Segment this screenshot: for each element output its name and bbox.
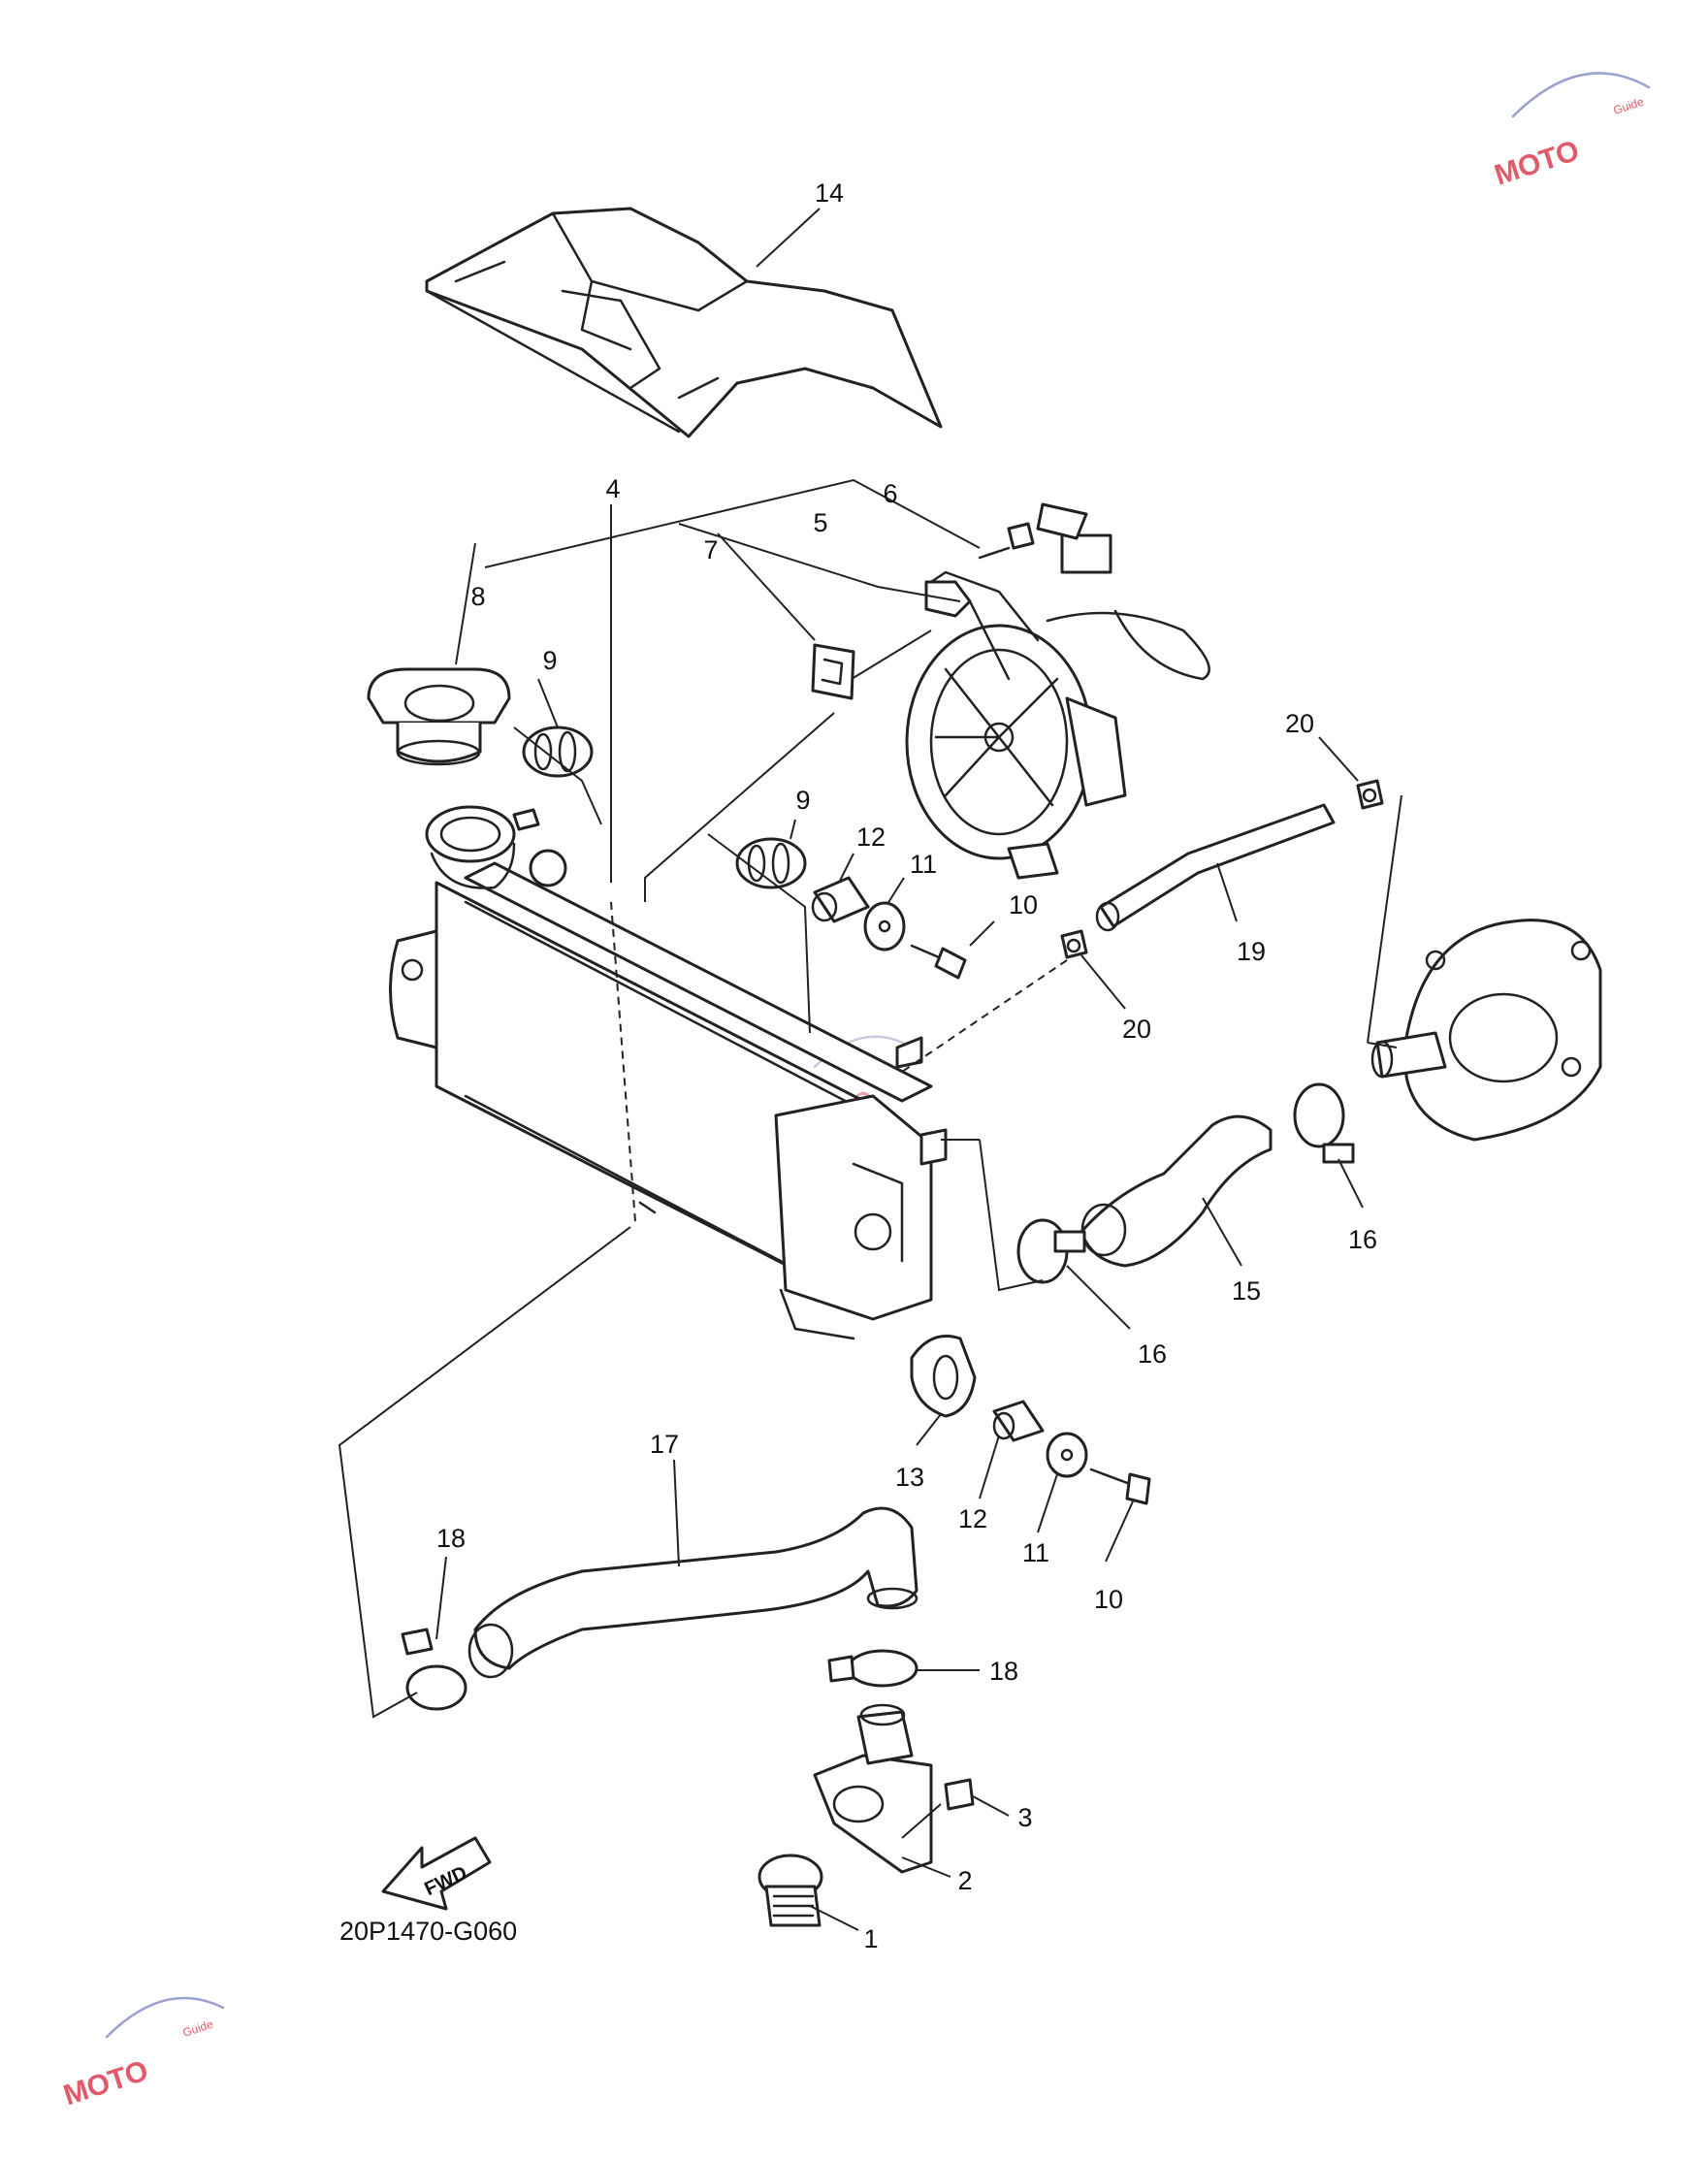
watermark-sub-top: Guide	[1612, 95, 1646, 117]
callout-11-upper: 11	[910, 850, 937, 879]
watermark-text-top: MOTO	[1491, 135, 1583, 192]
watermark-text-bottom: MOTO	[60, 2054, 152, 2112]
part-14-radiator-cover	[425, 207, 943, 438]
callout-6: 6	[883, 479, 897, 508]
part-18-clamp-left	[401, 1628, 467, 1711]
callout-10-upper: 10	[1009, 890, 1038, 919]
callout-17: 17	[650, 1430, 679, 1459]
callout-12-lower: 12	[958, 1504, 987, 1533]
callout-4: 4	[605, 474, 620, 503]
fan-wire-connector	[1036, 502, 1210, 681]
diagram-code: 20P1470-G060	[339, 1917, 517, 1946]
part-9-damper-upper	[522, 726, 594, 778]
callout-18-right: 18	[989, 1657, 1018, 1686]
cooling-fan-assembly	[905, 570, 1127, 880]
callout-18-left: 18	[436, 1524, 466, 1553]
radiator-core	[389, 861, 948, 1340]
callout-2: 2	[957, 1866, 972, 1895]
callout-labels: 1 2 3 4 5 6 7 8 9 9 10 10 11 11 12 12 13…	[436, 178, 1377, 1953]
callout-13: 13	[895, 1463, 924, 1492]
callout-5: 5	[813, 508, 827, 537]
part-3-bolt	[944, 1778, 975, 1811]
part-8-radiator-cap	[367, 667, 511, 766]
callout-16-left: 16	[1138, 1339, 1167, 1369]
callout-3: 3	[1017, 1803, 1032, 1832]
fwd-arrow-icon: FWD	[381, 1836, 492, 1911]
part-1-thermostat	[757, 1854, 823, 1927]
part-7-clip	[811, 643, 855, 700]
radiator-filler-neck	[425, 805, 567, 889]
callout-15: 15	[1232, 1276, 1261, 1306]
callout-16-right: 16	[1348, 1225, 1377, 1254]
part-18-clamp-right	[827, 1649, 918, 1688]
callout-19: 19	[1237, 937, 1266, 966]
callout-9-upper: 9	[542, 646, 557, 675]
part-9-damper-lower	[735, 837, 807, 889]
watermark-logo-bottom-left: MOTO Guide	[60, 1996, 225, 2112]
part-12-collar-upper	[811, 876, 870, 923]
watermark-sub-bottom: Guide	[181, 2017, 215, 2040]
part-16-clamp-left	[1016, 1218, 1086, 1284]
part-6-bolt	[978, 522, 1035, 560]
part-11-washer-upper	[863, 901, 906, 951]
callout-14: 14	[815, 178, 844, 208]
watermark-logo-top-right: MOTO Guide	[1491, 72, 1651, 192]
part-20-clamp-upper	[1356, 779, 1384, 810]
part-16-clamp-right	[1293, 1082, 1355, 1164]
callout-7: 7	[703, 535, 718, 564]
part-10-bolt-upper	[910, 944, 967, 980]
leader-lines	[338, 208, 1402, 1931]
part-19-hose	[1095, 803, 1336, 932]
part-13-grommet	[910, 1335, 977, 1418]
part-10-bolt-lower	[1089, 1468, 1151, 1505]
callout-9-lower: 9	[795, 786, 810, 815]
water-pump-housing	[1370, 919, 1602, 1142]
callout-8: 8	[470, 582, 485, 611]
callout-1: 1	[863, 1924, 878, 1953]
part-17-lower-hose	[467, 1506, 918, 1679]
part-15-hose	[1080, 1114, 1273, 1268]
part-2-thermostat-cover	[813, 1703, 933, 1874]
part-20-clamp-lower	[1060, 929, 1088, 959]
callout-12-upper: 12	[856, 822, 886, 852]
part-11-washer-lower	[1046, 1432, 1088, 1478]
callout-11-lower: 11	[1022, 1538, 1049, 1567]
callout-20-lower: 20	[1122, 1015, 1151, 1044]
callout-10-lower: 10	[1094, 1585, 1123, 1614]
callout-20-upper: 20	[1285, 709, 1314, 738]
part-12-collar-lower	[992, 1400, 1045, 1442]
